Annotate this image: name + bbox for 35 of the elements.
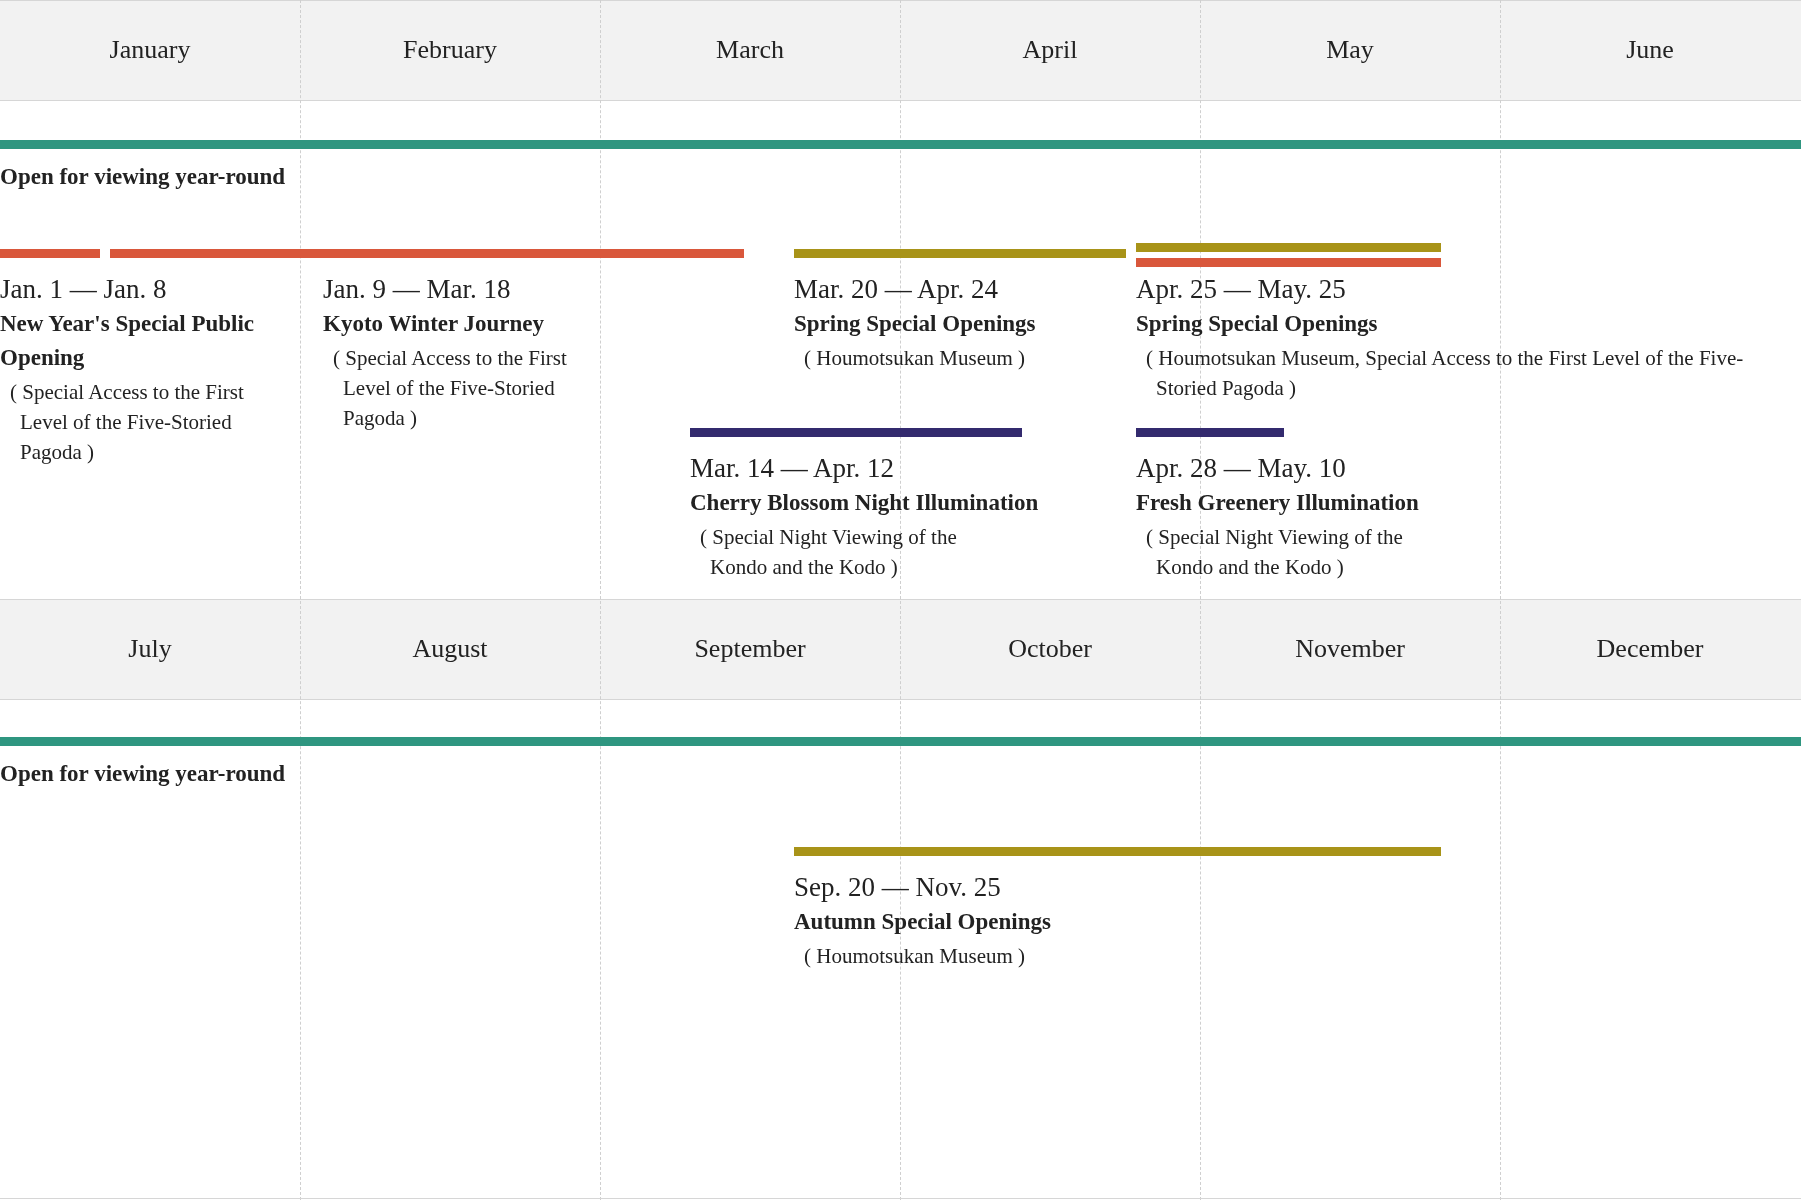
month-header: December bbox=[1595, 634, 1705, 664]
date-range: Sep. 20 — Nov. 25 bbox=[794, 871, 1002, 904]
date-range: Apr. 28 — May. 10 bbox=[1136, 452, 1347, 485]
month-header: October bbox=[1007, 634, 1093, 664]
event-title: Kyoto Winter Journey bbox=[323, 310, 546, 338]
date-range: Jan. 9 — Mar. 18 bbox=[323, 273, 512, 306]
event-title: Autumn Special Openings bbox=[794, 908, 1052, 936]
year-round-label: Open for viewing year-round bbox=[0, 163, 286, 191]
month-header: November bbox=[1294, 634, 1406, 664]
event-title: Spring Special Openings bbox=[1136, 310, 1379, 338]
month-header: February bbox=[402, 35, 498, 65]
event-description: ( Special Night Viewing of the Kondo and the Kodo ) bbox=[700, 524, 958, 581]
event-title: Spring Special Openings bbox=[794, 310, 1037, 338]
event-description: ( Special Access to the First Level of the Five-Storied Pagoda ) bbox=[10, 379, 245, 466]
date-range: Mar. 14 — Apr. 12 bbox=[690, 452, 895, 485]
event-description: ( Special Night Viewing of the Kondo and the Kodo ) bbox=[1146, 524, 1404, 581]
year-round-label: Open for viewing year-round bbox=[0, 760, 286, 788]
event-description: ( Houmotsukan Museum ) bbox=[804, 943, 1027, 970]
month-header: September bbox=[693, 634, 807, 664]
month-header: June bbox=[1625, 35, 1675, 65]
date-range: Jan. 1 — Jan. 8 bbox=[0, 273, 168, 306]
event-title: Cherry Blossom Night Illumination bbox=[690, 489, 1040, 517]
event-description: ( Houmotsukan Museum ) bbox=[804, 345, 1027, 372]
month-header: April bbox=[1021, 35, 1079, 65]
month-header: August bbox=[411, 634, 489, 664]
month-header: May bbox=[1325, 35, 1375, 65]
event-description: ( Special Access to the First Level of the Five-Storied Pagoda ) bbox=[333, 345, 568, 432]
event-description: ( Houmotsukan Museum, Special Access to the First Level of the Five-Storied Pagoda ) bbox=[1146, 345, 1745, 402]
month-header: July bbox=[127, 634, 173, 664]
date-range: Apr. 25 — May. 25 bbox=[1136, 273, 1347, 306]
month-header: March bbox=[715, 35, 785, 65]
month-header: January bbox=[108, 35, 192, 65]
date-range: Mar. 20 — Apr. 24 bbox=[794, 273, 999, 306]
event-title: Fresh Greenery Illumination bbox=[1136, 489, 1420, 517]
event-title: New Year's Special Public Opening bbox=[0, 310, 256, 372]
